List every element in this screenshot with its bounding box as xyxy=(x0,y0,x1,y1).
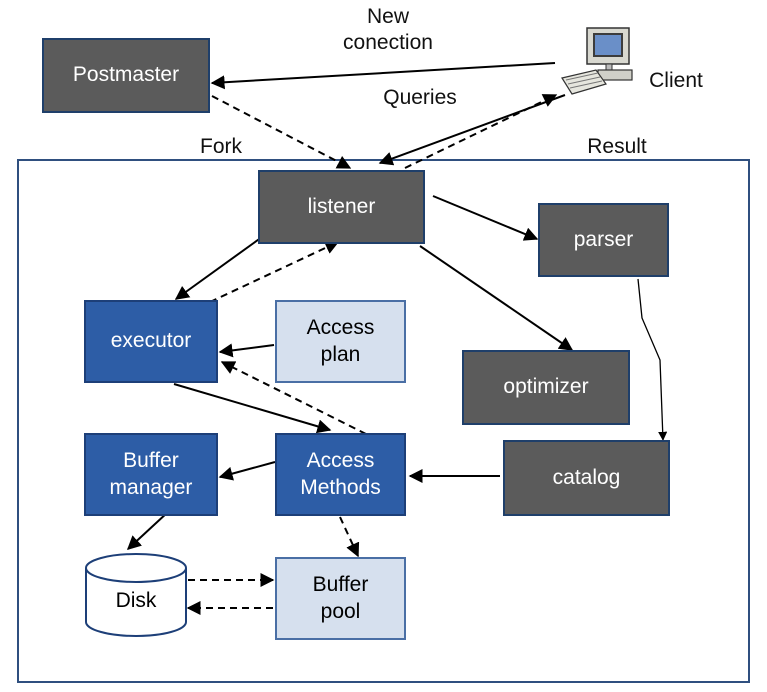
new-connection-label: New conection xyxy=(343,5,433,55)
edge-accessmethods-result-to-executor xyxy=(220,361,367,435)
parser-label: parser xyxy=(573,227,634,251)
client-computer-icon xyxy=(561,27,633,95)
buffer-manager-node: Buffer manager xyxy=(84,433,218,516)
buffer-pool-node: Buffer pool xyxy=(275,557,406,640)
access-plan-label: Access plan xyxy=(306,316,375,366)
catalog-node: catalog xyxy=(503,440,670,516)
optimizer-label: optimizer xyxy=(503,375,589,399)
edge-buffermanager-to-disk xyxy=(126,511,169,550)
buffer-pool-label: Buffer pool xyxy=(312,573,369,623)
buffer-manager-label: Buffer manager xyxy=(109,449,193,499)
parser-node: parser xyxy=(538,203,669,277)
listener-node: listener xyxy=(258,170,425,244)
disk-label: Disk xyxy=(115,589,157,612)
edge-client-to-postmaster xyxy=(210,62,556,90)
executor-node: executor xyxy=(84,300,218,383)
fork-label: Fork xyxy=(200,135,242,158)
queries-label: Queries xyxy=(383,86,457,109)
optimizer-node: optimizer xyxy=(462,350,630,425)
edge-executor-to-accessmethods xyxy=(173,383,332,434)
listener-label: listener xyxy=(307,194,376,218)
edge-accessplan-to-executor xyxy=(218,343,275,358)
catalog-label: catalog xyxy=(552,465,621,489)
access-methods-node: Access Methods xyxy=(275,433,406,516)
edge-executor-result-to-listener xyxy=(209,241,340,303)
edge-listener-to-optimizer xyxy=(419,245,574,351)
client-label: Client xyxy=(649,69,703,92)
edge-parser-to-catalog xyxy=(637,278,668,441)
executor-label: executor xyxy=(110,329,192,353)
edge-accessmethods-to-buffermanager xyxy=(218,461,276,481)
postmaster-label: Postmaster xyxy=(72,63,180,87)
result-label: Result xyxy=(587,135,647,158)
edge-listener-result-to-client xyxy=(404,94,558,169)
edge-postmaster-fork-listener xyxy=(211,95,352,169)
edge-client-queries-to-listener xyxy=(378,94,566,166)
edge-listener-to-executor xyxy=(174,236,263,300)
postmaster-node: Postmaster xyxy=(42,38,210,113)
access-methods-label: Access Methods xyxy=(300,449,381,499)
disk-cylinder xyxy=(85,553,187,637)
edge-accessmethods-to-bufferpool xyxy=(339,516,360,558)
edge-listener-to-parser xyxy=(432,195,539,241)
access-plan-node: Access plan xyxy=(275,300,406,383)
